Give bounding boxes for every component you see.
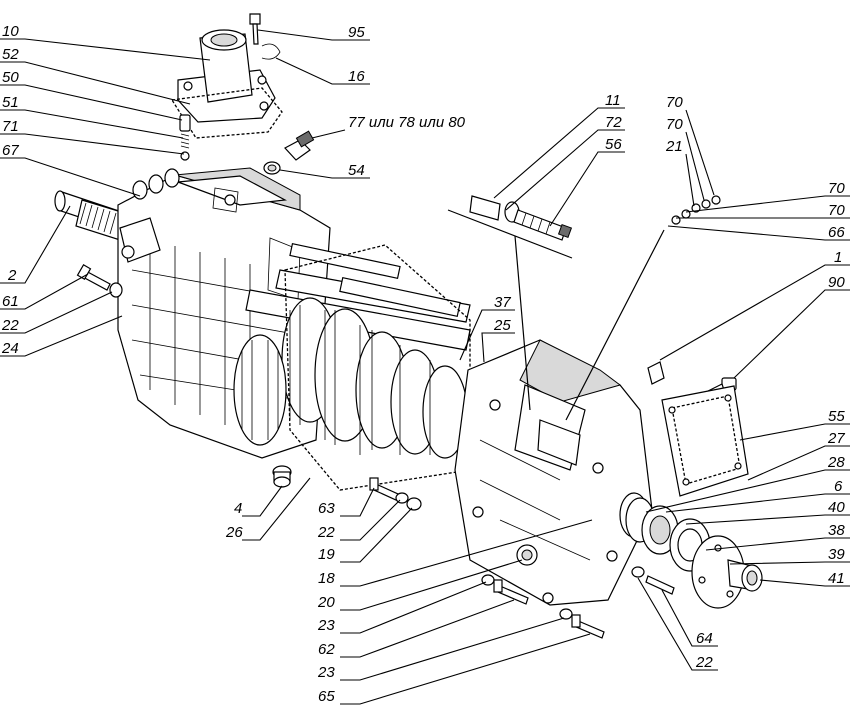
callout-2: 2 — [7, 267, 17, 284]
callout-25: 25 — [493, 317, 511, 334]
parts-illustration — [54, 13, 763, 639]
callout-37: 37 — [494, 294, 511, 311]
callout-95: 95 — [348, 24, 365, 41]
callout-19: 19 — [318, 546, 335, 563]
callout-77: 77 или 78 или 80 — [348, 114, 466, 131]
callout-65: 65 — [318, 688, 335, 705]
shifter-tower — [177, 13, 281, 123]
callout-66: 66 — [828, 224, 845, 241]
callout-22-left: 22 — [1, 317, 19, 334]
callout-70-a: 70 — [666, 94, 683, 111]
speedometer-sensor — [447, 195, 573, 411]
callout-21: 21 — [665, 138, 683, 155]
callout-64: 64 — [696, 630, 713, 647]
callout-70-d: 70 — [828, 202, 845, 219]
rear-housing — [454, 339, 653, 606]
callout-41: 41 — [828, 570, 845, 587]
callout-27: 27 — [827, 430, 845, 447]
callout-24: 24 — [1, 340, 19, 357]
callout-52: 52 — [2, 46, 19, 63]
callout-56: 56 — [605, 136, 622, 153]
callout-61: 61 — [2, 293, 19, 310]
callout-22-mid: 22 — [317, 524, 335, 541]
callout-38: 38 — [828, 522, 845, 539]
callout-labels: 10 52 50 51 71 67 2 61 22 24 95 16 77 ил… — [1, 23, 845, 705]
detent-parts — [179, 114, 191, 161]
callout-16: 16 — [348, 68, 365, 85]
callout-51: 51 — [2, 94, 19, 111]
output-flange — [691, 535, 763, 609]
drain-plug — [272, 465, 292, 488]
callout-28: 28 — [827, 454, 845, 471]
callout-71: 71 — [2, 118, 19, 135]
callout-90: 90 — [828, 274, 845, 291]
callout-62: 62 — [318, 641, 335, 658]
bolt-61 — [76, 263, 123, 298]
callout-22-right: 22 — [695, 654, 713, 671]
cover-plate — [661, 385, 749, 497]
bottom-fasteners — [369, 477, 675, 639]
callout-23-b: 23 — [317, 664, 335, 681]
o-rings — [565, 195, 721, 421]
callout-39: 39 — [828, 546, 845, 563]
callout-55: 55 — [828, 408, 845, 425]
callout-20: 20 — [317, 594, 335, 611]
callout-6: 6 — [834, 478, 843, 495]
callout-63: 63 — [318, 500, 335, 517]
reverse-light-switch — [263, 130, 315, 175]
tower-gasket — [170, 87, 283, 139]
callout-4: 4 — [234, 500, 242, 517]
callout-70-c: 70 — [828, 180, 845, 197]
callout-40: 40 — [828, 499, 845, 516]
callout-70-b: 70 — [666, 116, 683, 133]
callout-18: 18 — [318, 570, 335, 587]
callout-50: 50 — [2, 69, 19, 86]
gear-cluster — [233, 242, 471, 459]
leader-lines — [0, 29, 850, 705]
callout-54: 54 — [348, 162, 365, 179]
callout-26: 26 — [225, 524, 243, 541]
callout-72: 72 — [605, 114, 622, 131]
callout-1: 1 — [834, 249, 842, 266]
callout-23-a: 23 — [317, 617, 335, 634]
callout-67: 67 — [2, 142, 19, 159]
callout-10: 10 — [2, 23, 19, 40]
gearbox-front-housing — [117, 167, 331, 459]
plug-1 — [647, 361, 665, 385]
callout-11: 11 — [605, 92, 621, 109]
input-shaft — [54, 190, 129, 241]
